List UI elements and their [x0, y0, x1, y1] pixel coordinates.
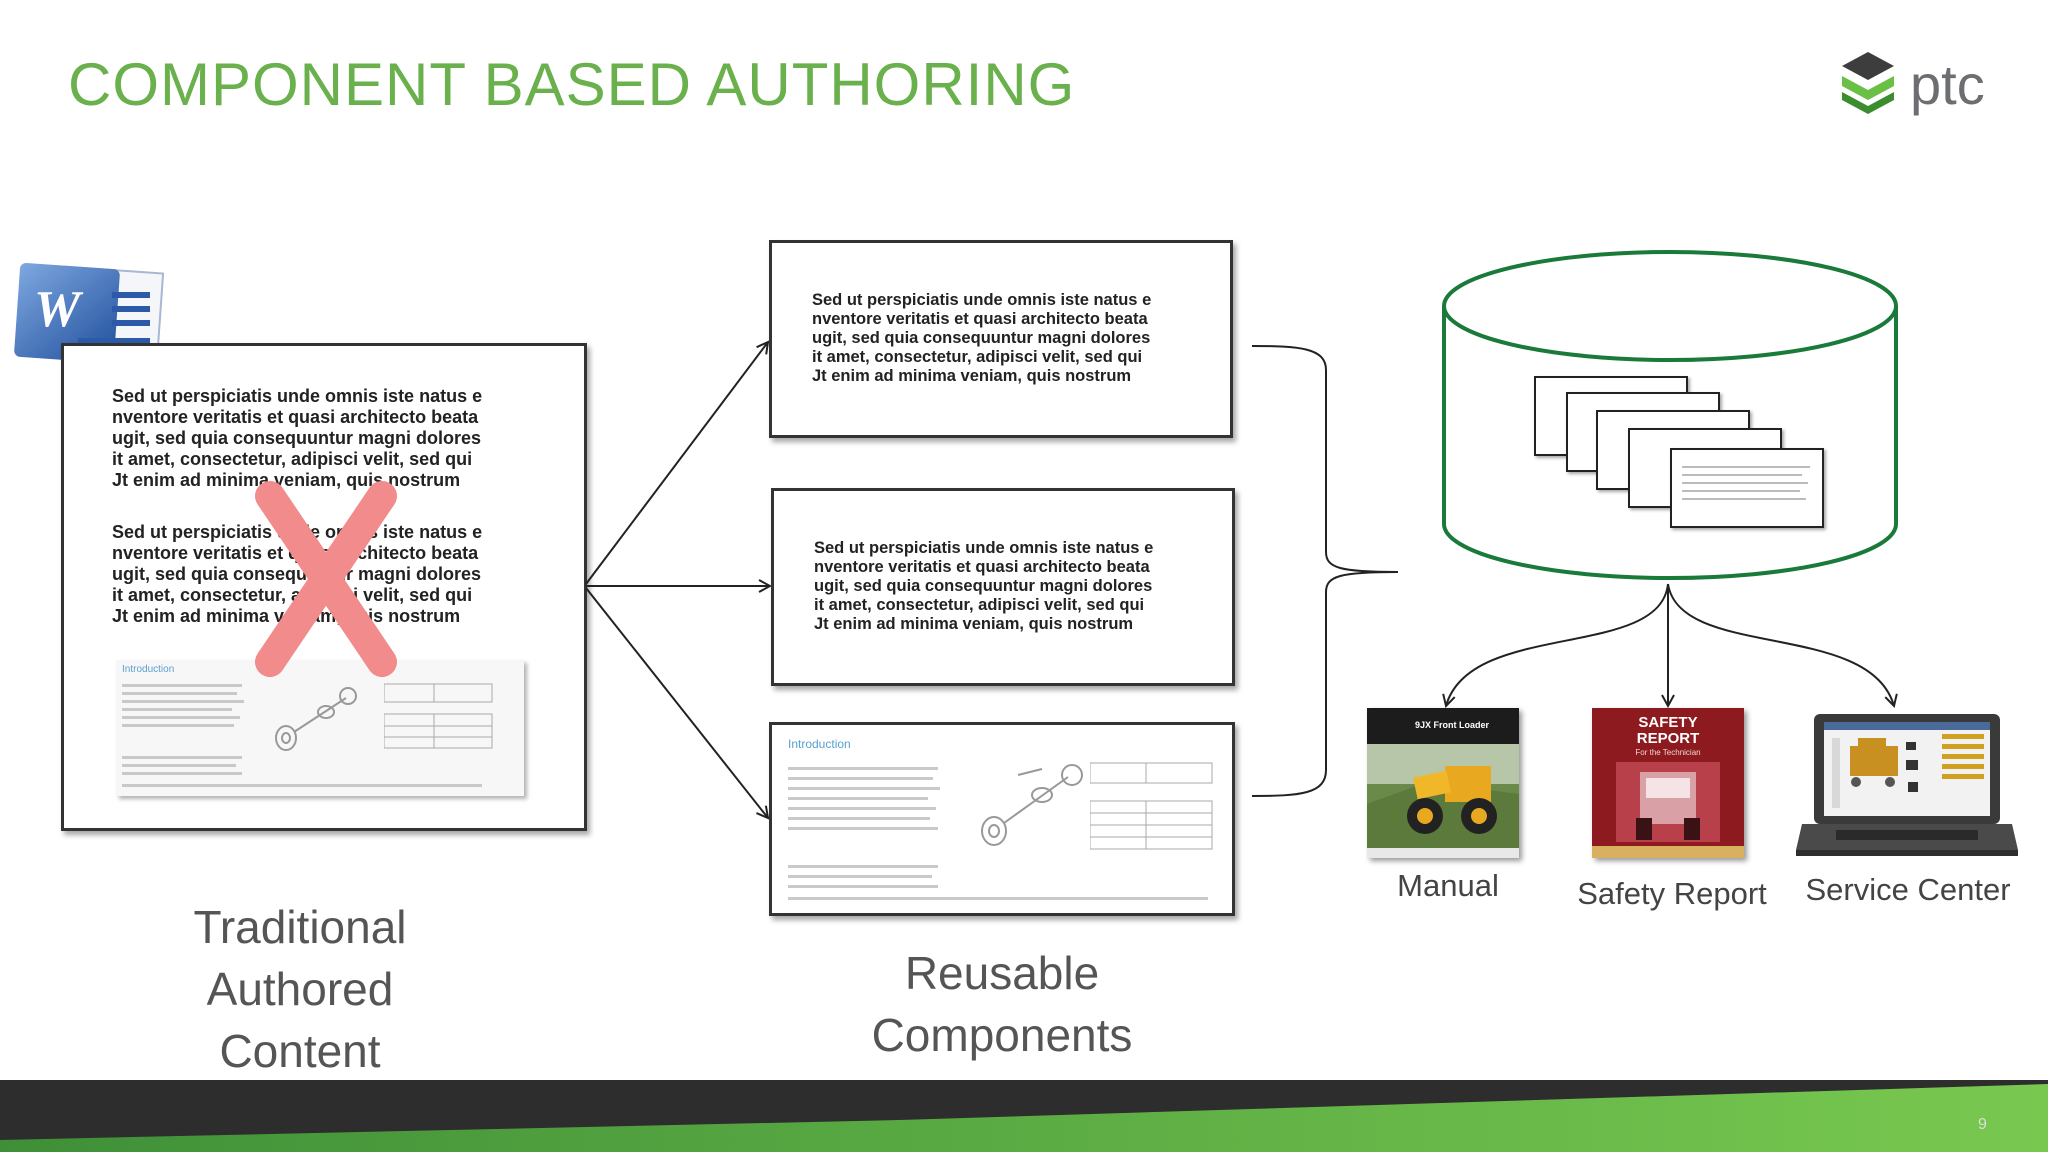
- stored-components-stack: [1530, 372, 1830, 532]
- text-line: ugit, sed quia consequuntur magni dolore…: [814, 577, 1153, 595]
- x-mark-icon: [255, 481, 397, 677]
- arrow-to-manual: [1446, 583, 1669, 706]
- caption-line: Content: [219, 1025, 381, 1077]
- safety-report-book: SAFETY REPORT For the Technician: [1592, 708, 1744, 858]
- lorem-paragraph-1: Sed ut perspiciatis unde omnis iste natu…: [112, 386, 524, 491]
- embedded-figure: Introduction: [116, 660, 524, 796]
- grouping-brace: [1251, 345, 1399, 797]
- loader-image: [1367, 744, 1519, 848]
- caption-line: Authored: [206, 963, 394, 1015]
- parts-table: [384, 683, 493, 749]
- ptc-logo-icon: [1842, 52, 1894, 114]
- reusable-component-1: Sed ut perspiciatis unde omnis iste natu…: [769, 240, 1233, 438]
- text-line: ugit, sed quia consequuntur magni dolore…: [112, 564, 482, 584]
- svg-text:W: W: [34, 281, 84, 338]
- text-line: nventore veritatis et quasi architecto b…: [812, 310, 1148, 328]
- truck-image: [1616, 762, 1720, 842]
- caption-traditional: Traditional Authored Content: [150, 896, 450, 1082]
- safety-cover-title-1: SAFETY: [1638, 714, 1698, 731]
- ptc-logo-text: ptc: [1910, 53, 1985, 116]
- arrow-to-component-3: [585, 587, 768, 818]
- caption-manual: Manual: [1397, 868, 1499, 903]
- ptc-logo: ptc: [1838, 50, 2008, 116]
- text-line: it amet, consectetur, adipisci velit, se…: [112, 449, 473, 469]
- text-line: nventore veritatis et quasi architecto b…: [112, 407, 479, 427]
- safety-cover-title-2: REPORT: [1636, 730, 1700, 747]
- arrow-to-component-1: [585, 342, 768, 585]
- page-number: 9: [1978, 1116, 1987, 1133]
- caption-line: Traditional: [193, 901, 407, 953]
- text-line: nventore veritatis et quasi architecto b…: [814, 558, 1150, 576]
- axle-drawing: [275, 687, 357, 751]
- text-line: it amet, consectetur, adipisci velit, se…: [812, 348, 1143, 366]
- caption-line: Reusable: [904, 947, 1100, 999]
- text-line: ugit, sed quia consequuntur magni dolore…: [812, 329, 1151, 347]
- text-line: Sed ut perspiciatis unde omnis iste natu…: [812, 291, 1152, 309]
- stored-component: [1670, 448, 1824, 528]
- axle-drawing: [981, 764, 1083, 846]
- footer-band: [0, 1080, 2048, 1152]
- caption-reusable: Reusable Components: [842, 942, 1162, 1066]
- manual-cover-title: 9JX Front Loader: [1415, 720, 1490, 730]
- component-text: Sed ut perspiciatis unde omnis iste natu…: [814, 539, 1200, 634]
- service-center-laptop: [1796, 712, 2018, 856]
- text-line: it amet, consectetur, adipisci velit, se…: [112, 585, 473, 605]
- caption-line: Components: [871, 1009, 1133, 1061]
- caption-service-center: Service Center: [1805, 872, 2011, 907]
- text-line: Sed ut perspiciatis unde omnis iste natu…: [112, 386, 483, 406]
- text-line: ugit, sed quia consequuntur magni dolore…: [112, 428, 482, 448]
- text-line: Jt enim ad minima veniam, quis nostrum: [814, 615, 1134, 633]
- manual-book: 9JX Front Loader: [1367, 708, 1519, 858]
- figure-heading: Introduction: [788, 737, 851, 751]
- component-text: Sed ut perspiciatis unde omnis iste natu…: [812, 291, 1198, 386]
- reusable-component-2: Sed ut perspiciatis unde omnis iste natu…: [771, 488, 1235, 686]
- text-line: it amet, consectetur, adipisci velit, se…: [814, 596, 1145, 614]
- caption-safety-report: Safety Report: [1577, 876, 1767, 911]
- slide-title: COMPONENT BASED AUTHORING: [68, 51, 1076, 118]
- arrow-to-service-center: [1667, 583, 1894, 706]
- safety-cover-subtitle: For the Technician: [1635, 748, 1701, 757]
- parts-table: [1090, 762, 1213, 850]
- text-line: Sed ut perspiciatis unde omnis iste natu…: [814, 539, 1154, 557]
- figure-heading: Introduction: [122, 664, 175, 675]
- reusable-component-3: Introduction: [769, 722, 1235, 916]
- lorem-paragraph-2: Sed ut perspiciatis unde omnis iste natu…: [112, 522, 524, 627]
- text-line: Jt enim ad minima veniam, quis nostrum: [812, 367, 1132, 385]
